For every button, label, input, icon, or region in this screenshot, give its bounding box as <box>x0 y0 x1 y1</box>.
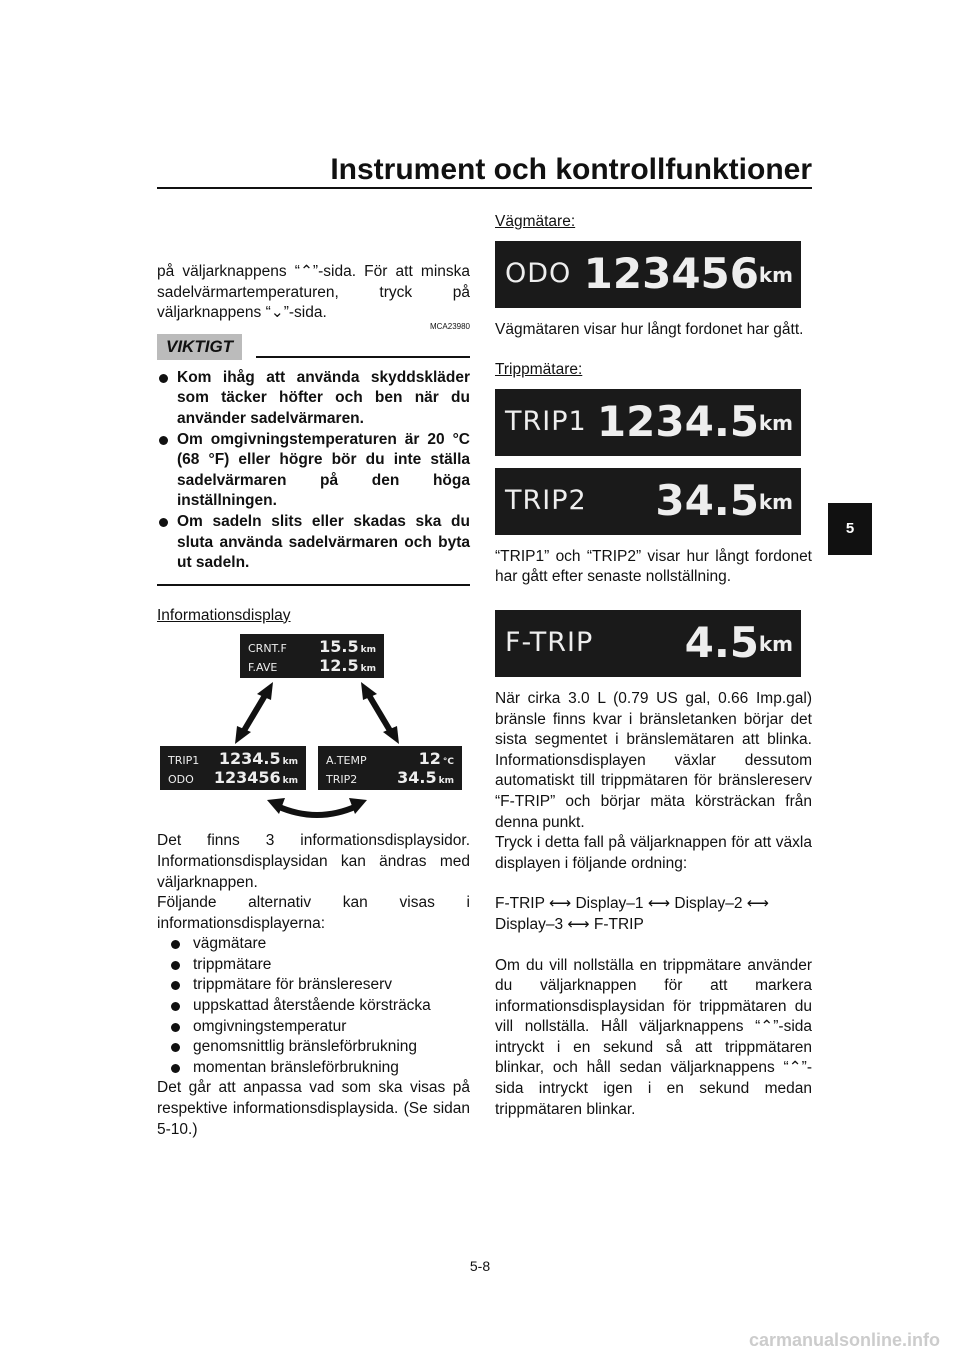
notice-end-rule <box>157 583 470 586</box>
value: 123456 <box>583 248 759 298</box>
unit: km <box>438 776 454 787</box>
display-sequence: F-TRIP ⟷ Display–1 ⟷ Display–2 ⟷ Display… <box>495 895 769 933</box>
list-item: omgivningstemperatur <box>157 1017 470 1038</box>
unit: °C <box>442 757 454 768</box>
unit: km <box>758 262 793 287</box>
notice-list: Kom ihåg att använda skyddskläder som tä… <box>157 368 470 574</box>
label: TRIP2 <box>326 773 358 787</box>
value: 1234.5 <box>218 749 281 769</box>
notice-item: Om omgivningstemperaturen är 20 °C (68 °… <box>157 430 470 512</box>
notice-rule <box>256 355 470 358</box>
ftrip-paragraph: När cirka 3.0 L (0.79 US gal, 0.66 Imp.g… <box>495 689 812 831</box>
ftrip-paragraph: Tryck i detta fall på väljarknappen för … <box>495 834 812 872</box>
page-title: Instrument och kontrollfunktioner <box>330 153 812 186</box>
value: 12.5 <box>319 656 359 676</box>
value: 123456 <box>213 768 281 788</box>
info-paragraph: Följande alternativ kan visas i informat… <box>157 894 470 932</box>
label: F.AVE <box>248 661 278 675</box>
notice-header: VIKTIGT <box>157 333 470 360</box>
watermark: carmanualsonline.info <box>748 1330 940 1350</box>
list-item: genomsnittlig bränsleförbrukning <box>157 1037 470 1058</box>
list-item: vägmätare <box>157 934 470 955</box>
value: 34.5 <box>655 475 759 525</box>
label: TRIP1 <box>168 754 200 768</box>
value: 34.5 <box>397 768 437 788</box>
notice-label: VIKTIGT <box>157 333 243 360</box>
label: ODO <box>505 257 572 289</box>
label: F-TRIP <box>505 627 594 659</box>
unit: km <box>758 410 793 435</box>
label: TRIP1 <box>505 405 587 437</box>
value: 15.5 <box>319 637 359 657</box>
label: CRNT.F <box>248 642 287 656</box>
unit: km <box>282 757 298 768</box>
page-number: 5-8 <box>469 1258 491 1274</box>
value: 1234.5 <box>596 396 759 446</box>
reset-paragraph: Om du vill nollställa en trippmätare anv… <box>495 956 812 1118</box>
odometer-text: Vägmätaren visar hur långt fordonet har … <box>495 320 804 338</box>
value: 4.5 <box>684 618 759 668</box>
label: TRIP2 <box>505 484 587 516</box>
ref-code: MCA23980 <box>429 321 470 331</box>
label: ODO <box>168 773 194 787</box>
unit: km <box>360 645 376 656</box>
info-paragraph: Det går att anpassa vad som ska visas på… <box>157 1079 470 1138</box>
left-column: på väljarknappens “⌃”-sida. För att mins… <box>157 262 470 1140</box>
info-paragraph: Det finns 3 informationsdisplaysidor. In… <box>157 832 470 891</box>
list-item: trippmätare för bränslereserv <box>157 975 470 996</box>
tripmeter-text: “TRIP1” och “TRIP2” visar hur långt ford… <box>495 547 812 586</box>
cycle-arrows-icon <box>235 682 399 819</box>
list-item: uppskattad återstående körsträcka <box>157 996 470 1017</box>
notice-item: Kom ihåg att använda skyddskläder som tä… <box>157 368 470 430</box>
info-options-list: vägmätare trippmätare trippmätare för br… <box>157 934 470 1078</box>
notice-item: Om sadeln slits eller skadas ska du slut… <box>157 512 470 574</box>
list-item: trippmätare <box>157 955 470 976</box>
odometer-heading: Vägmätare: <box>495 213 576 230</box>
info-heading: Informationsdisplay <box>157 606 291 624</box>
unit: km <box>360 664 376 675</box>
tripmeter-heading: Trippmätare: <box>495 361 583 379</box>
list-item: momentan bränsleförbrukning <box>157 1058 470 1079</box>
unit: km <box>282 776 298 787</box>
unit: km <box>758 631 793 656</box>
intro-text: på väljarknappens “⌃”-sida. För att mins… <box>157 263 470 322</box>
value: 12 <box>418 749 441 769</box>
chapter-tab: 5 <box>828 503 872 555</box>
unit: km <box>758 489 793 514</box>
header-rule <box>157 187 812 189</box>
label: A.TEMP <box>326 754 367 768</box>
